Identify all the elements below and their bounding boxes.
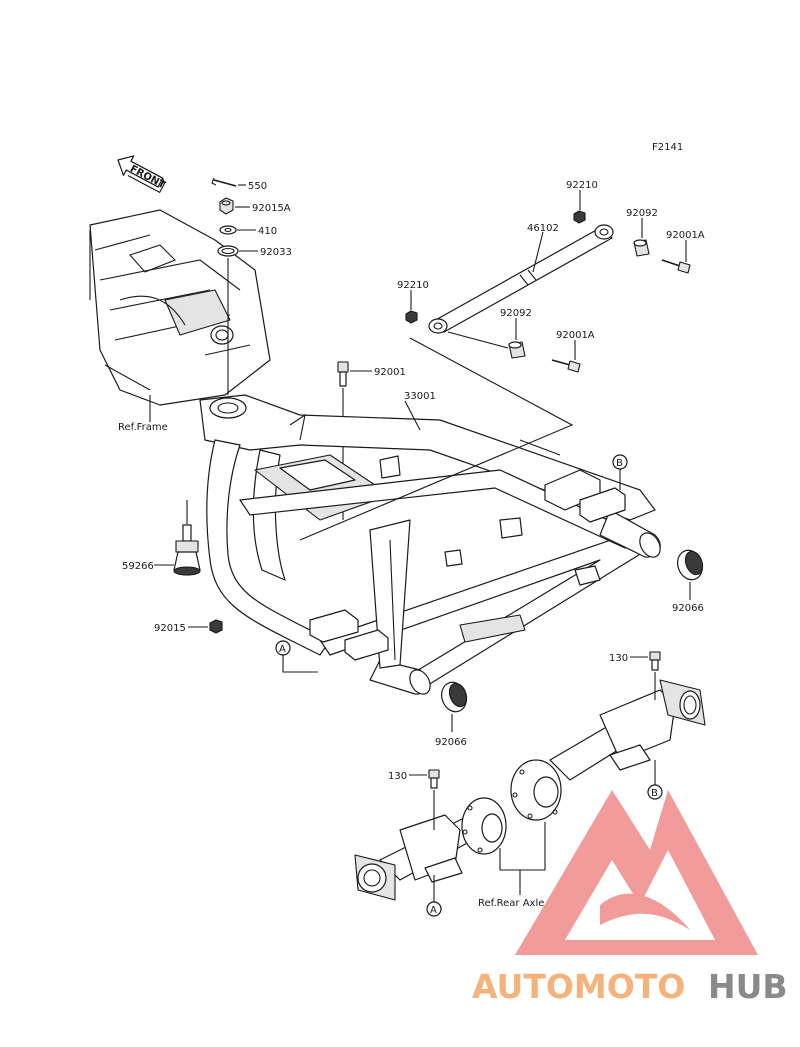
callout-92001: 92001 (374, 367, 406, 378)
main-frame-33001 (199, 394, 661, 695)
callout-92015A: 92015A (252, 203, 291, 214)
marker-b-axle-label: B (651, 788, 658, 799)
watermark-text-hub: HUB (708, 967, 788, 1006)
callout-130-left: 130 (388, 771, 407, 782)
ref-frame-label: Ref.Frame (118, 422, 168, 433)
nut-92210-left (405, 310, 418, 324)
cap-92066-low (441, 681, 468, 713)
front-arrow-icon: FRONT (117, 155, 167, 194)
callout-59266: 59266 (122, 561, 154, 572)
marker-a-axle-label: A (430, 905, 437, 916)
front-label: FRONT (128, 164, 167, 192)
bushing-92092-low (508, 341, 526, 359)
callout-92001A-top: 92001A (666, 230, 705, 241)
callout-92066-low: 92066 (435, 737, 467, 748)
callout-550: 550 (248, 181, 267, 192)
watermark-triangle-icon (515, 790, 758, 955)
callout-130-right: 130 (609, 653, 628, 664)
ref-rear-axle-label: Ref.Rear Axle (478, 898, 544, 909)
bolt-130-right (649, 651, 661, 671)
bushing-92092-top (633, 239, 650, 257)
marker-a-frame-label: A (279, 644, 286, 655)
cotter-pin-550 (211, 177, 237, 187)
cap-92066-right (677, 549, 704, 581)
tie-rod-46102 (428, 224, 614, 334)
watermark-text-automoto: AUTOMOTO (472, 967, 685, 1006)
washer-92033 (217, 245, 239, 257)
nut-92210-top (573, 210, 586, 224)
bolt-130-left (428, 769, 440, 789)
watermark-swoosh-icon (600, 893, 690, 930)
bolt-92001 (337, 361, 349, 387)
rear-axle-housing-right (510, 679, 706, 821)
callout-92210-left: 92210 (397, 280, 429, 291)
callout-92033: 92033 (260, 247, 292, 258)
washer-410 (219, 225, 237, 235)
callout-92015: 92015 (154, 623, 186, 634)
bolt-92001A-top (661, 259, 691, 274)
marker-b-frame-label: B (616, 458, 623, 469)
callout-92066-right: 92066 (672, 603, 704, 614)
figure-code: F2141 (652, 142, 683, 153)
nut-92015A (219, 197, 234, 215)
callout-92092-top: 92092 (626, 208, 658, 219)
ref-frame-drawing (89, 209, 271, 422)
callout-46102: 46102 (527, 223, 559, 234)
callout-410: 410 (258, 226, 277, 237)
bolt-92001A-low (551, 359, 581, 373)
callout-92092-low: 92092 (500, 308, 532, 319)
rear-axle-housing-left (354, 797, 507, 901)
watermark-logo (515, 790, 758, 955)
callout-33001: 33001 (404, 391, 436, 402)
nut-92015 (209, 619, 223, 634)
callout-92001A-low: 92001A (556, 330, 595, 341)
damper-59266 (173, 524, 201, 576)
callout-92210-top: 92210 (566, 180, 598, 191)
